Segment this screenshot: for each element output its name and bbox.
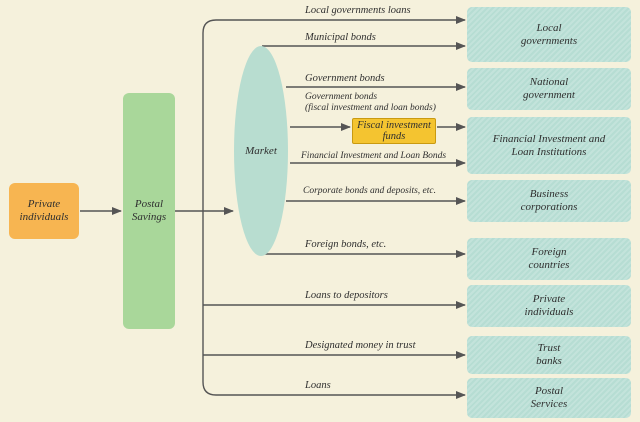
- local-governments-label: Local governments: [520, 21, 578, 47]
- private-individuals-source-label: Private individuals: [19, 198, 69, 223]
- business-corporations-label: Business corporations: [520, 188, 578, 213]
- flow-label-designated-money-in-trust: Designated money in trust: [305, 340, 416, 351]
- flow-label-loans: Loans: [305, 380, 331, 391]
- postal-savings-label: Postal Savings: [131, 198, 167, 223]
- fiscal-investment-funds-node: Fiscal investment funds: [352, 118, 436, 144]
- fiscal-investment-funds-label: Fiscal investment funds: [357, 120, 431, 142]
- postal-services-node: Postal Services: [467, 378, 631, 418]
- postal-savings-node: Postal Savings: [123, 93, 175, 329]
- flow-label-municipal-bonds: Municipal bonds: [305, 32, 376, 43]
- trust-banks-label: Trust banks: [536, 342, 562, 367]
- private-individuals-destination-label: Private individuals: [524, 293, 574, 318]
- market-node: Market: [234, 46, 288, 256]
- postal-services-label: Postal Services: [530, 385, 568, 410]
- filp-institutions-node: Financial Investment and Loan Institutio…: [467, 117, 631, 174]
- local-governments-node: Local governments: [467, 7, 631, 62]
- national-government-label: National government: [523, 76, 575, 101]
- flow-label-government-bonds: Government bonds: [305, 73, 385, 84]
- private-individuals-destination-node: Private individuals: [467, 285, 631, 327]
- flow-label-local-governments-loans: Local governments loans: [305, 5, 411, 16]
- filp-institutions-label: Financial Investment and Loan Institutio…: [492, 132, 606, 158]
- business-corporations-node: Business corporations: [467, 180, 631, 222]
- foreign-countries-node: Foreign countries: [467, 238, 631, 280]
- flow-label-foreign-bonds: Foreign bonds, etc.: [305, 239, 387, 250]
- market-label: Market: [245, 144, 277, 157]
- flow-label-filp-bonds: Financial Investment and Loan Bonds: [301, 151, 447, 161]
- trunk-line: [202, 19, 217, 396]
- flow-label-loans-to-depositors: Loans to depositors: [305, 290, 388, 301]
- foreign-countries-label: Foreign countries: [528, 246, 570, 271]
- flow-label-government-bonds-filp: Government bonds (fiscal investment and …: [305, 92, 436, 113]
- national-government-node: National government: [467, 68, 631, 110]
- flow-label-corporate-bonds: Corporate bonds and deposits, etc.: [303, 186, 436, 196]
- private-individuals-source: Private individuals: [9, 183, 79, 239]
- trust-banks-node: Trust banks: [467, 336, 631, 374]
